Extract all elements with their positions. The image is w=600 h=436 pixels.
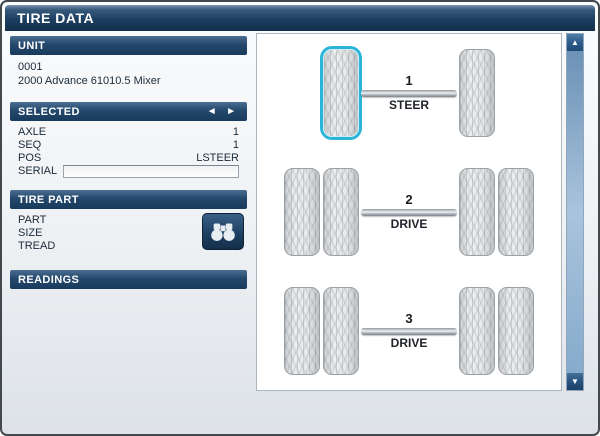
- field-seq: SEQ 1: [10, 139, 247, 152]
- tire[interactable]: [498, 167, 534, 256]
- binoculars-icon: [211, 222, 235, 241]
- up-arrow-icon: ▲: [571, 38, 579, 47]
- field-size-label: SIZE: [18, 227, 43, 239]
- axle1-center: 1 STEER: [361, 73, 457, 113]
- tire-part-section-header: TIRE PART: [10, 190, 247, 209]
- sidebar: UNIT 0001 2000 Advance 61010.5 Mixer SEL…: [10, 36, 247, 289]
- tire[interactable]: [459, 167, 495, 256]
- tire-part-section-label: TIRE PART: [18, 193, 79, 206]
- unit-section-label: UNIT: [18, 39, 46, 52]
- field-tread-label: TREAD: [18, 240, 56, 252]
- scrollbar-track[interactable]: [567, 51, 583, 373]
- axle-row-2: 2 DRIVE: [257, 167, 561, 256]
- axle-label: DRIVE: [390, 216, 428, 231]
- scrollbar[interactable]: ▲ ▼: [566, 33, 584, 391]
- field-label: SEQ: [18, 139, 42, 151]
- right-arrow-icon: ►: [226, 106, 236, 117]
- serial-input[interactable]: [63, 165, 239, 178]
- selected-section-label: SELECTED: [18, 105, 80, 118]
- field-pos: POS LSTEER: [10, 152, 247, 165]
- field-value: LSTEER: [196, 152, 239, 164]
- field-serial: SERIAL: [10, 165, 247, 178]
- axle3-left-tires: [284, 286, 359, 375]
- axle1-right-tires: [459, 49, 495, 138]
- page-title: TIRE DATA: [5, 5, 595, 31]
- scroll-down-button[interactable]: ▼: [567, 373, 583, 390]
- tire[interactable]: [323, 49, 359, 138]
- axle-shaft: [361, 208, 457, 216]
- field-part-label: PART: [18, 214, 47, 226]
- tire[interactable]: [459, 286, 495, 375]
- axle2-right-tires: [459, 167, 534, 256]
- axle1-left-tires: [323, 49, 359, 138]
- tire-nav-arrows: ◄ ►: [204, 102, 239, 121]
- field-value: 1: [232, 126, 239, 138]
- axle-row-3: 3 DRIVE: [257, 286, 561, 375]
- axle-number: 1: [405, 73, 413, 89]
- tire-part-fields: PART SIZE TREAD: [10, 209, 247, 258]
- axle3-center: 3 DRIVE: [361, 311, 457, 351]
- readings-section-label: READINGS: [18, 273, 80, 286]
- unit-info: 0001 2000 Advance 61010.5 Mixer: [10, 55, 247, 88]
- unit-number: 0001: [18, 61, 43, 73]
- selected-section-header: SELECTED ◄ ►: [10, 102, 247, 121]
- axle2-left-tires: [284, 167, 359, 256]
- left-arrow-icon: ◄: [206, 106, 217, 117]
- axle3-right-tires: [459, 286, 534, 375]
- tire[interactable]: [284, 286, 320, 375]
- unit-section-header: UNIT: [10, 36, 247, 55]
- tire-diagram-panel: 1 STEER 2 DRIVE: [256, 33, 562, 391]
- prev-tire-button[interactable]: ◄: [204, 102, 220, 121]
- field-label: POS: [18, 152, 42, 164]
- scroll-up-button[interactable]: ▲: [567, 34, 583, 51]
- field-value: 1: [232, 139, 239, 151]
- axle-number: 2: [405, 191, 413, 207]
- unit-description: 2000 Advance 61010.5 Mixer: [18, 75, 161, 87]
- readings-section-header: READINGS: [10, 270, 247, 289]
- axle-shaft: [361, 327, 457, 335]
- tire[interactable]: [284, 167, 320, 256]
- axle-label: STEER: [388, 98, 429, 113]
- tire[interactable]: [498, 286, 534, 375]
- next-tire-button[interactable]: ►: [223, 102, 239, 121]
- tire[interactable]: [323, 167, 359, 256]
- axle2-center: 2 DRIVE: [361, 192, 457, 232]
- down-arrow-icon: ▼: [571, 377, 579, 386]
- axle-label: DRIVE: [390, 335, 428, 350]
- selected-fields: AXLE 1 SEQ 1 POS LSTEER SERIAL: [10, 121, 247, 178]
- axle-row-1: 1 STEER: [257, 49, 561, 138]
- axle-number: 3: [405, 310, 413, 326]
- search-tire-part-button[interactable]: [202, 213, 244, 250]
- tire[interactable]: [459, 49, 495, 138]
- tire[interactable]: [323, 286, 359, 375]
- field-label: AXLE: [18, 126, 47, 138]
- field-label: SERIAL: [18, 165, 58, 177]
- field-axle: AXLE 1: [10, 126, 247, 139]
- axle-shaft: [361, 90, 457, 98]
